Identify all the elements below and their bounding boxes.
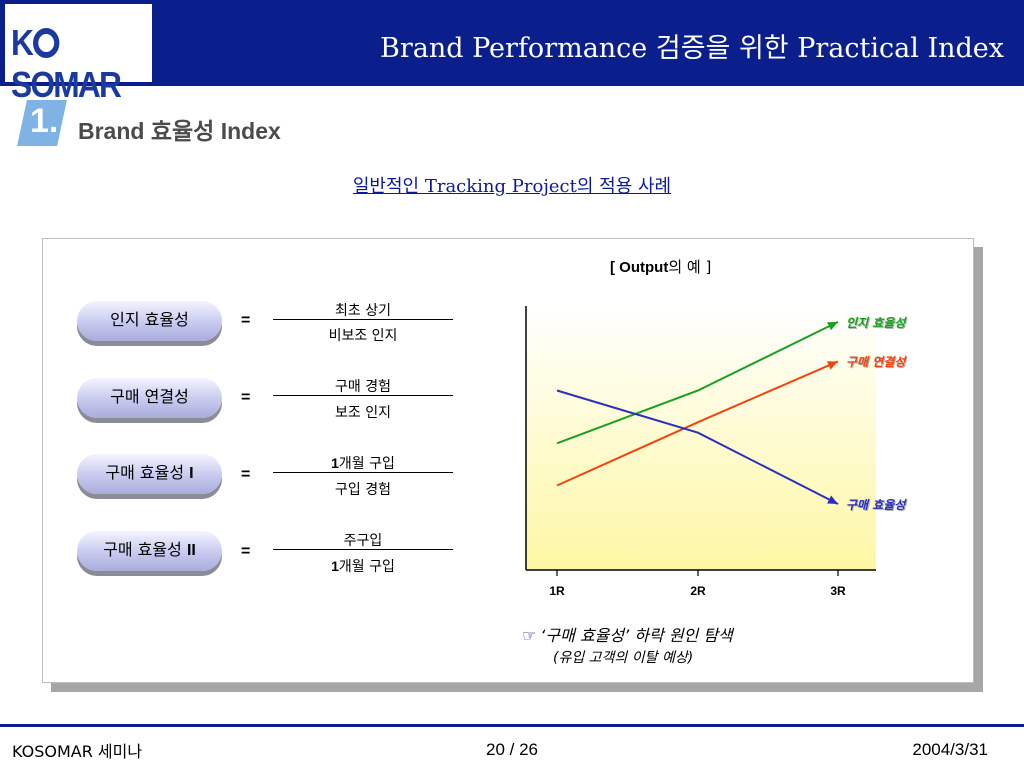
output-label-bold: [ Output	[610, 259, 669, 276]
logo-text: KSOMAR	[11, 22, 122, 105]
numerator-text: 최초 상기	[335, 303, 391, 319]
formula-denominator: 구입 경험	[273, 479, 453, 499]
formula-name-pill: 구매 효율성 I	[77, 454, 222, 494]
formula-numerator: 최초 상기	[273, 300, 453, 320]
equals-sign: =	[241, 466, 251, 483]
plot-area	[526, 306, 876, 570]
series-label: 구매 연결성	[846, 355, 906, 370]
numerator-text: 주구입	[343, 533, 383, 549]
note-line-2: (유입 고객의 이탈 예상)	[553, 650, 694, 666]
section-title: Brand 효율성 Index	[78, 118, 281, 144]
formula-name: 구매 효율성	[105, 463, 190, 482]
section-number: 1.	[30, 102, 59, 140]
formula-name-pill: 구매 연결성	[77, 378, 222, 418]
x-tick-label: 3R	[830, 584, 846, 598]
header-bar: KSOMAR Brand Performance 검증을 위한 Practica…	[0, 0, 1024, 105]
page-number: 20 / 26	[486, 740, 538, 759]
denominator-text: 비보조 인지	[328, 328, 398, 344]
equals-sign: =	[241, 312, 251, 329]
denominator-text: 구입 경험	[335, 482, 391, 498]
numerator-text: 구매 경험	[335, 379, 391, 395]
formula-name-pill: 인지 효율성	[77, 301, 222, 341]
footer-date: 2004/3/31	[912, 740, 988, 759]
formula-denominator: 1개월 구입	[273, 556, 453, 576]
fraction-line	[273, 319, 453, 320]
equals-sign: =	[241, 543, 251, 560]
formula-denominator: 보조 인지	[273, 402, 453, 422]
logo-ring-icon	[33, 28, 60, 58]
equals-sign: =	[241, 389, 251, 406]
note-line-1: ☞‘구매 효율성’ 하락 원인 탐색	[522, 622, 733, 646]
formula-name-pill: 구매 효율성 II	[77, 531, 222, 571]
formula-name: 인지 효율성	[110, 310, 189, 329]
output-label: [ Output의 예 ]	[610, 256, 711, 277]
series-line	[556, 389, 839, 505]
footer-divider	[0, 724, 1024, 727]
formula-numerator: 구매 경험	[273, 376, 453, 396]
kosomar-logo: KSOMAR	[5, 4, 152, 105]
hand-pointer-icon: ☞	[522, 626, 537, 645]
output-label-rest: 의 예 ]	[668, 258, 712, 276]
series-arrowhead	[827, 495, 838, 504]
header-title: Brand Performance 검증을 위한 Practical Index	[380, 33, 1004, 64]
series-line	[556, 360, 839, 487]
footer-seminar: KOSOMAR 세미나	[12, 742, 143, 761]
denominator-text: 보조 인지	[335, 405, 391, 421]
denominator-bold: 1	[331, 558, 339, 574]
formula-name: 구매 연결성	[110, 387, 189, 406]
fraction-line	[273, 395, 453, 396]
series-arrowhead	[827, 321, 838, 331]
note-text-1: ‘구매 효율성’ 하락 원인 탐색	[540, 626, 733, 645]
formula-numerator: 1개월 구입	[273, 453, 453, 473]
formula-name-bold: II	[186, 542, 196, 559]
x-tick-label: 1R	[549, 584, 565, 598]
series-label: 인지 효율성	[846, 315, 906, 330]
formula-name: 구매 효율성	[103, 540, 187, 559]
formula-name-bold: I	[189, 465, 194, 482]
numerator-bold: 1	[331, 455, 339, 471]
series-line	[556, 320, 839, 445]
denominator-text: 개월 구입	[338, 559, 395, 575]
series-arrowhead	[827, 361, 838, 370]
numerator-text: 개월 구입	[338, 456, 395, 472]
formula-numerator: 주구입	[273, 530, 453, 550]
formula-denominator: 비보조 인지	[273, 325, 453, 345]
fraction-line	[273, 472, 453, 473]
x-tick-label: 2R	[690, 584, 706, 598]
series-label: 구매 효율성	[846, 498, 906, 512]
slide-subtitle: 일반적인 Tracking Project의 적용 사례	[352, 176, 672, 197]
fraction-line	[273, 549, 453, 550]
